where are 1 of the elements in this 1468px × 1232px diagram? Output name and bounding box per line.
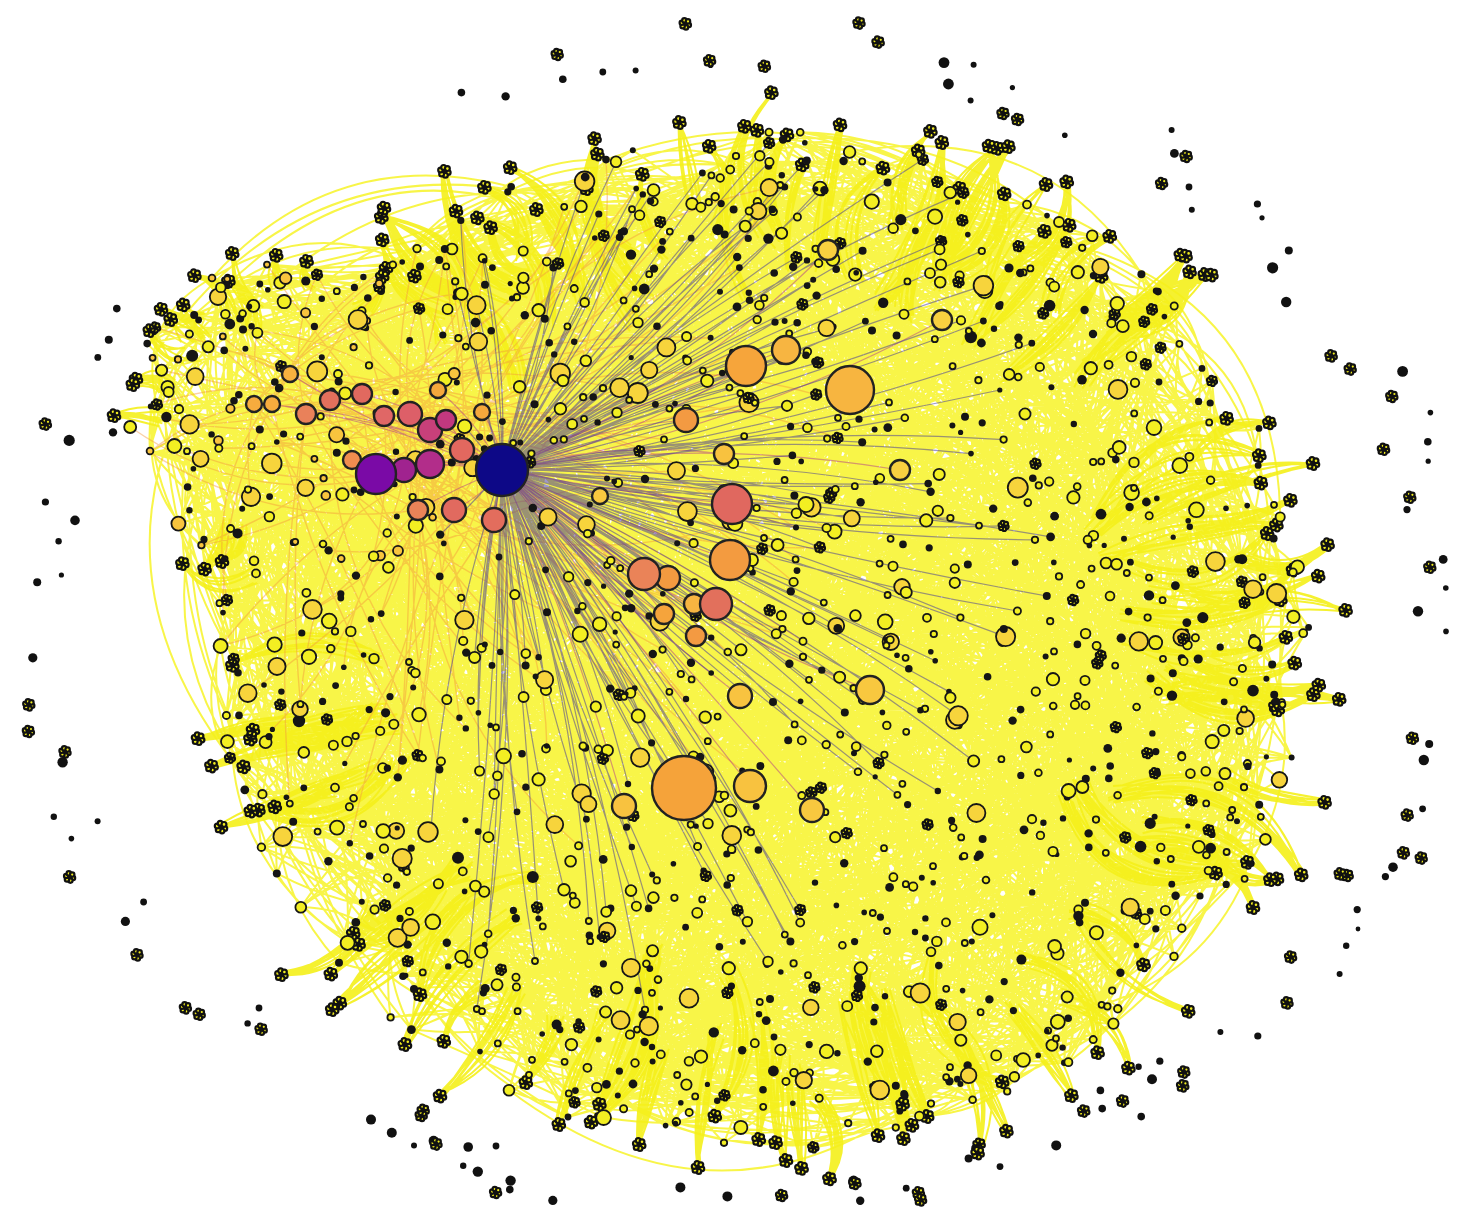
network-node <box>354 452 398 496</box>
